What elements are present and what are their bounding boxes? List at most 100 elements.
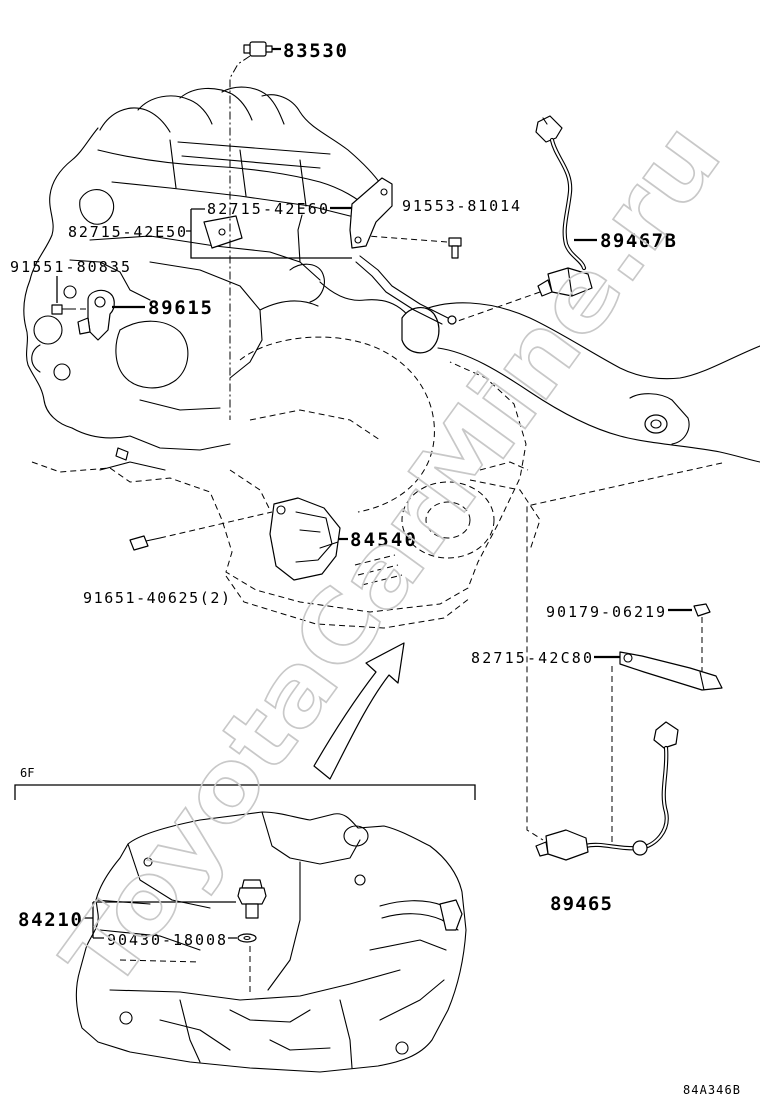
bracket-leader-group [186,206,352,259]
transmission-detail-line [261,811,361,865]
callout-82715-42e60[interactable]: 82715-42E60 [207,200,328,218]
callout-89467b[interactable]: 89467B [600,230,676,252]
exhaust-upper-line [417,302,760,380]
engine-block-line [99,399,221,471]
engine-boss-line [289,263,325,303]
intake-lower-line [97,149,371,211]
cylinder-head-line [111,181,351,217]
sensor-cable-core [551,139,585,269]
part-84210-graphic [237,879,267,919]
figure-code: 84A346B [683,1083,740,1097]
exhaust-joint-line [629,393,690,445]
transmission-outline-line [75,811,467,1073]
callout-82715-42c80[interactable]: 82715-42C80 [471,649,592,667]
hose-line [31,344,41,373]
intake-runner-line [99,107,171,133]
engine-block-line [297,214,303,263]
callout-82715-42e50[interactable]: 82715-42E50 [68,223,186,241]
bolt-head [115,447,129,461]
gasket-outer [237,933,257,943]
axle-stub-line [469,479,541,551]
part-89467b-graphic [454,115,597,323]
stay-rod-line [355,261,443,325]
transmission-bolt [143,857,153,867]
bracket-plate [619,651,723,691]
intake-runner-line [179,87,253,121]
callout-83530[interactable]: 83530 [283,40,347,62]
sensor-hole [94,296,106,308]
transmission-detail-line [127,843,211,909]
bracket-plate [349,177,393,249]
part-91651-40625-graphic [129,511,273,551]
transaxle-detail-line [479,461,529,471]
switch-hole [276,505,286,515]
callout-84210[interactable]: 84210 [18,909,82,931]
switch-hex [237,887,267,905]
boss-circle [63,285,77,299]
part-91553-81014-graphic [367,235,462,259]
part-82715-42c80-graphic [594,651,723,846]
exhaust-pipe [401,302,760,463]
leader-bracket-84210 [84,901,237,939]
bracket-hole [354,236,362,244]
transaxle-detail-line [229,469,271,511]
engine-block-line [259,300,319,311]
engine-outline-line [29,127,99,281]
stay-rod [355,255,457,325]
transmission-detail-line [109,969,401,1001]
installation-line [526,462,723,841]
bolt-head [51,304,63,315]
nut-body [693,603,711,617]
transmission-tube-cap [439,899,463,931]
bracket-42e50 [203,215,243,249]
installation-line [159,511,273,539]
differential-inner-ellipse [425,501,471,539]
bracket-hole [380,188,388,196]
installation-line [454,291,541,323]
bracket-fold-line [699,671,705,691]
cylinder-head-line [169,139,307,207]
connector-latch [542,117,548,125]
bracket-42e60 [349,177,393,249]
transmission-6f-illustration [75,811,467,1073]
stay-rod-line [359,255,449,319]
part-90430-18008-graphic [237,933,257,992]
intake-runner-line [221,86,285,125]
part-84540-graphic [269,497,348,581]
exhaust-lower-line [437,347,760,463]
transmission-bolt [354,874,366,886]
switch-body [269,497,341,581]
callout-90430-18008[interactable]: 90430-18008 [107,931,226,949]
switch-terminal [265,45,273,53]
section-bracket-line [14,784,476,800]
callout-89465[interactable]: 89465 [550,893,612,915]
callout-91551-80835[interactable]: 91551-80835 [10,258,130,276]
transmission-phantom-line [119,959,201,963]
callout-89615[interactable]: 89615 [148,297,212,319]
engine-block-line [89,235,321,281]
part-83530-graphic [229,41,281,420]
callout-90179-06219[interactable]: 90179-06219 [546,603,665,621]
engine-illustration [23,86,411,471]
variant-section-bracket [14,784,476,800]
callout-labels: 83530 82715-42E60 91553-81014 82715-42E5… [10,40,676,949]
sensor-connector [653,721,679,749]
pulley-circle [33,315,63,345]
head-cover-rib-line [177,141,331,169]
part-91551-80835-graphic [51,276,86,315]
transmission-detail-line [179,999,353,1069]
sensor-tip [535,841,549,857]
transaxle-grille-line [354,554,403,586]
callout-91651-40625[interactable]: 91651-40625(2) [83,589,230,607]
switch-body [249,41,267,57]
transaxle-lower-line [225,575,471,629]
transaxle-detail-line [249,409,381,441]
sensor-connector [77,317,91,335]
transmission-boss [343,825,369,847]
bell-housing-line [239,336,435,513]
transmission-detail-line [267,861,301,991]
callout-91553-81014[interactable]: 91553-81014 [402,197,520,215]
callout-84540[interactable]: 84540 [350,529,416,551]
sensor-tip [537,279,553,297]
bolt-shank [451,245,459,259]
